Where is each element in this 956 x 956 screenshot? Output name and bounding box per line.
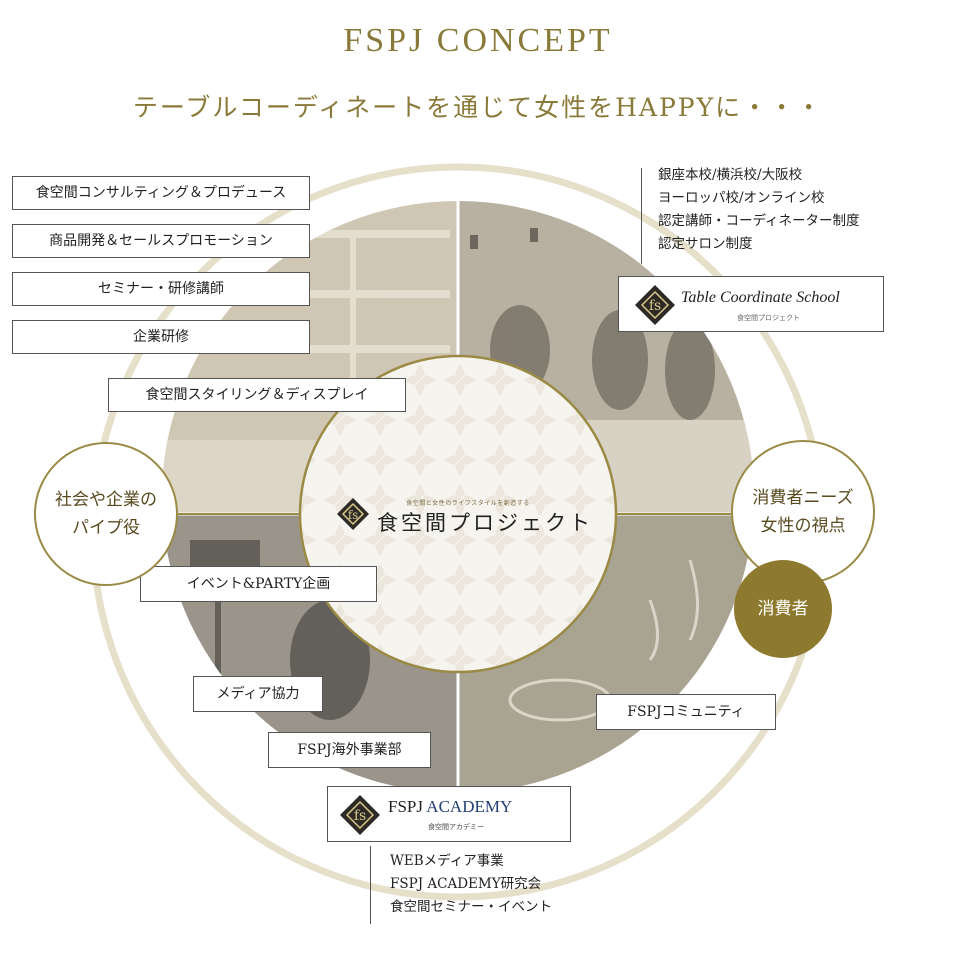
school-campus-item: 認定講師・コーディネーター制度 xyxy=(658,213,860,229)
svg-text:fs: fs xyxy=(348,508,359,522)
academy-logo-prefix: FSPJ xyxy=(388,797,427,816)
service-product-dev: 商品開発＆セールスプロモーション xyxy=(12,224,310,258)
academy-list-line xyxy=(370,846,371,924)
center-circle xyxy=(298,354,618,674)
bubble-consumer-needs: 消費者ニーズ 女性の視点 xyxy=(731,440,875,584)
service-seminar: セミナー・研修講師 xyxy=(12,272,310,306)
service-consulting: 食空間コンサルティング＆プロデュース xyxy=(12,176,310,210)
bubble-society-pipe: 社会や企業の パイプ役 xyxy=(34,442,178,586)
table-coordinate-school-logo: fs Table Coordinate School 食空間プロジェクト xyxy=(618,276,884,332)
bubble-society-line: パイプ役 xyxy=(72,518,140,538)
school-campus-item: 銀座本校/横浜校/大阪校 xyxy=(658,167,803,183)
academy-activity-item: FSPJ ACADEMY研究会 xyxy=(390,876,542,892)
fspj-crest-icon: fs xyxy=(340,795,380,835)
label-styling: 食空間スタイリング＆ディスプレイ xyxy=(108,378,406,412)
center-name: 食空間プロジェクト xyxy=(377,511,593,535)
fspj-crest-icon: fs xyxy=(337,498,369,530)
svg-text:fs: fs xyxy=(649,298,661,314)
school-logo-sub: 食空間プロジェクト xyxy=(737,314,800,322)
label-event: イベント&PARTY企画 xyxy=(140,566,377,602)
svg-text:fs: fs xyxy=(354,808,366,824)
academy-activity-item: 食空間セミナー・イベント xyxy=(390,899,552,915)
center-tagline: 食空間と女性のライフスタイルを創造する xyxy=(406,500,530,507)
label-overseas: FSPJ海外事業部 xyxy=(268,732,431,768)
fspj-academy-logo: fs FSPJ ACADEMY 食空間アカデミー xyxy=(327,786,571,842)
academy-logo-accent: ACADEMY xyxy=(426,797,513,816)
page-subtitle: テーブルコーディネートを通じて女性をHAPPYに・・・ xyxy=(132,93,824,122)
school-campus-item: 認定サロン制度 xyxy=(658,236,753,252)
school-logo-name: Table Coordinate School xyxy=(681,289,840,306)
page-title: FSPJ CONCEPT xyxy=(343,22,613,59)
school-list-line xyxy=(641,168,642,264)
academy-logo-sub: 食空間アカデミー xyxy=(428,823,484,831)
bubble-consumer: 消費者 xyxy=(734,560,832,658)
school-campus-item: ヨーロッパ校/オンライン校 xyxy=(658,190,825,206)
label-community: FSPJコミュニティ xyxy=(596,694,776,730)
academy-activity-list: WEBメディア事業 FSPJ ACADEMY研究会 食空間セミナー・イベント xyxy=(390,850,552,919)
bubble-needs-line: 消費者ニーズ xyxy=(752,488,854,508)
school-campus-list: 銀座本校/横浜校/大阪校 ヨーロッパ校/オンライン校 認定講師・コーディネーター… xyxy=(658,164,860,256)
academy-logo-name: FSPJ ACADEMY xyxy=(388,797,512,817)
bubble-society-line: 社会や企業の xyxy=(55,490,157,510)
bubble-needs-line: 女性の視点 xyxy=(760,516,846,536)
label-media: メディア協力 xyxy=(193,676,323,712)
academy-activity-item: WEBメディア事業 xyxy=(390,853,504,869)
service-corporate-training: 企業研修 xyxy=(12,320,310,354)
center-label: 食空間と女性のライフスタイルを創造する 食空間プロジェクト xyxy=(318,498,618,537)
fspj-crest-icon: fs xyxy=(635,285,675,325)
